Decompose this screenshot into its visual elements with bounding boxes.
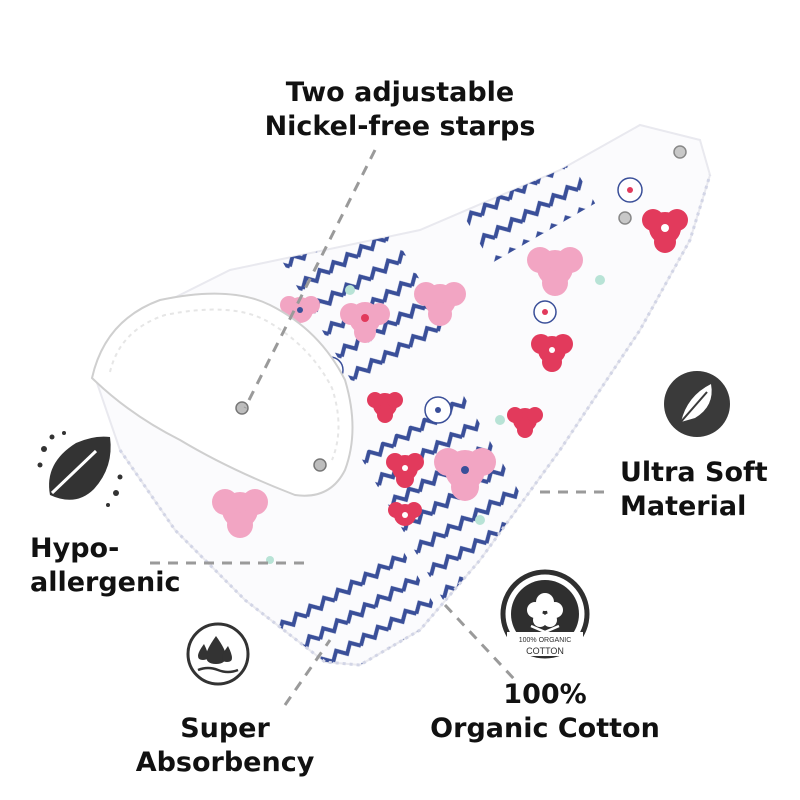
feature-label-straps: Two adjustable Nickel-free starps [250,76,550,144]
cotton-line1: 100% [503,679,587,710]
leaf-dots-icon [37,431,123,507]
snap-button-icon [313,458,327,472]
soft-line2: Material [620,491,747,522]
cotton-badge-top: 100% ORGANIC [519,637,572,644]
callout-lines [150,149,610,706]
absorb-line1: Super [180,713,270,744]
feature-label-hypoallergenic: Hypo- allergenic [30,532,181,600]
cotton-badge-bottom: COTTON [526,646,564,656]
folded-strap [90,292,354,497]
snap-button-icon [618,211,632,225]
cotton-line2: Organic Cotton [430,713,660,744]
absorb-line2: Absorbency [135,747,315,778]
feature-label-absorbency: Super Absorbency [125,712,325,780]
hypo-line1: Hypo- [30,533,120,564]
straps-line1: Two adjustable [285,77,515,108]
hypo-line2: allergenic [30,567,181,598]
feature-label-ultra-soft: Ultra Soft Material [620,456,790,524]
soft-line1: Ultra Soft [620,457,768,488]
cotton-flower-icon: 100% ORGANIC COTTON [500,569,590,659]
water-drops-icon [186,622,250,686]
feature-label-organic-cotton: 100% Organic Cotton [420,678,670,746]
straps-line2: Nickel-free starps [264,111,536,142]
feather-icon [664,371,730,437]
snap-button-icon [235,401,249,415]
